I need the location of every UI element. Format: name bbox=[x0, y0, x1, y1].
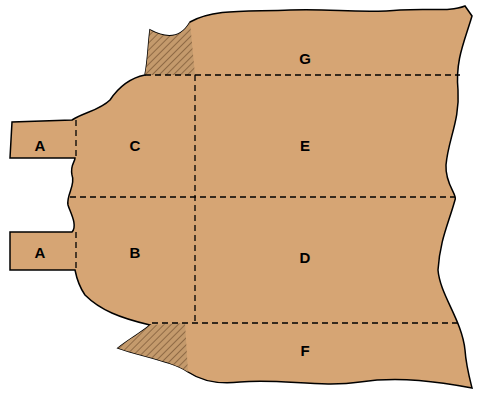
part-name: D bbox=[300, 250, 311, 265]
waste-top bbox=[145, 22, 195, 75]
part-name: E bbox=[300, 138, 310, 153]
part-name: F bbox=[300, 343, 309, 358]
waste-bottom bbox=[118, 323, 188, 372]
part-name: B bbox=[130, 245, 141, 260]
part-name: A bbox=[35, 138, 46, 153]
part-name: A bbox=[35, 245, 46, 260]
cut-lines bbox=[70, 75, 462, 323]
hide-outline bbox=[10, 6, 472, 388]
part-name: G bbox=[299, 51, 311, 66]
part-name: C bbox=[130, 138, 141, 153]
